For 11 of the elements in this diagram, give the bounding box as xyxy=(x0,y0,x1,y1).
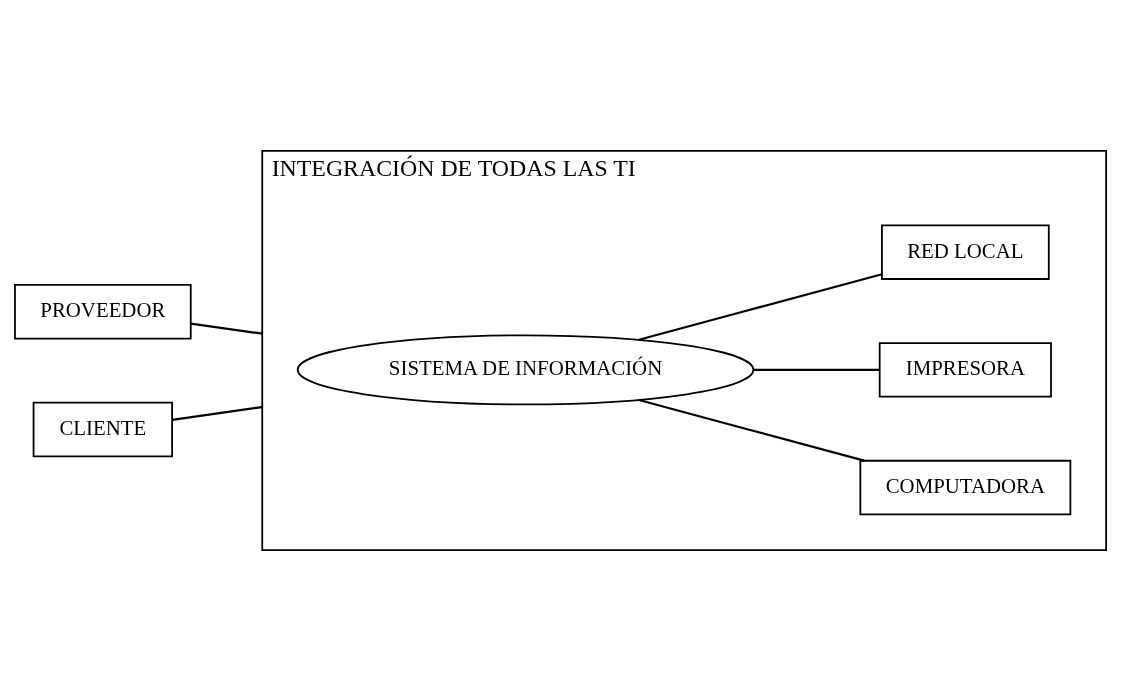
node-box: COMPUTADORA xyxy=(859,459,1072,515)
node-box: RED LOCAL xyxy=(881,223,1050,280)
connector xyxy=(172,405,263,421)
node-box: CLIENTE xyxy=(32,401,173,457)
node-box: IMPRESORA xyxy=(878,341,1052,398)
connector xyxy=(638,398,865,462)
connector xyxy=(753,368,880,371)
connector xyxy=(190,322,263,335)
node-box: PROVEEDOR xyxy=(14,283,192,339)
connector xyxy=(638,272,883,341)
node-ellipse: SISTEMA DE INFORMACIÓN xyxy=(296,333,755,405)
